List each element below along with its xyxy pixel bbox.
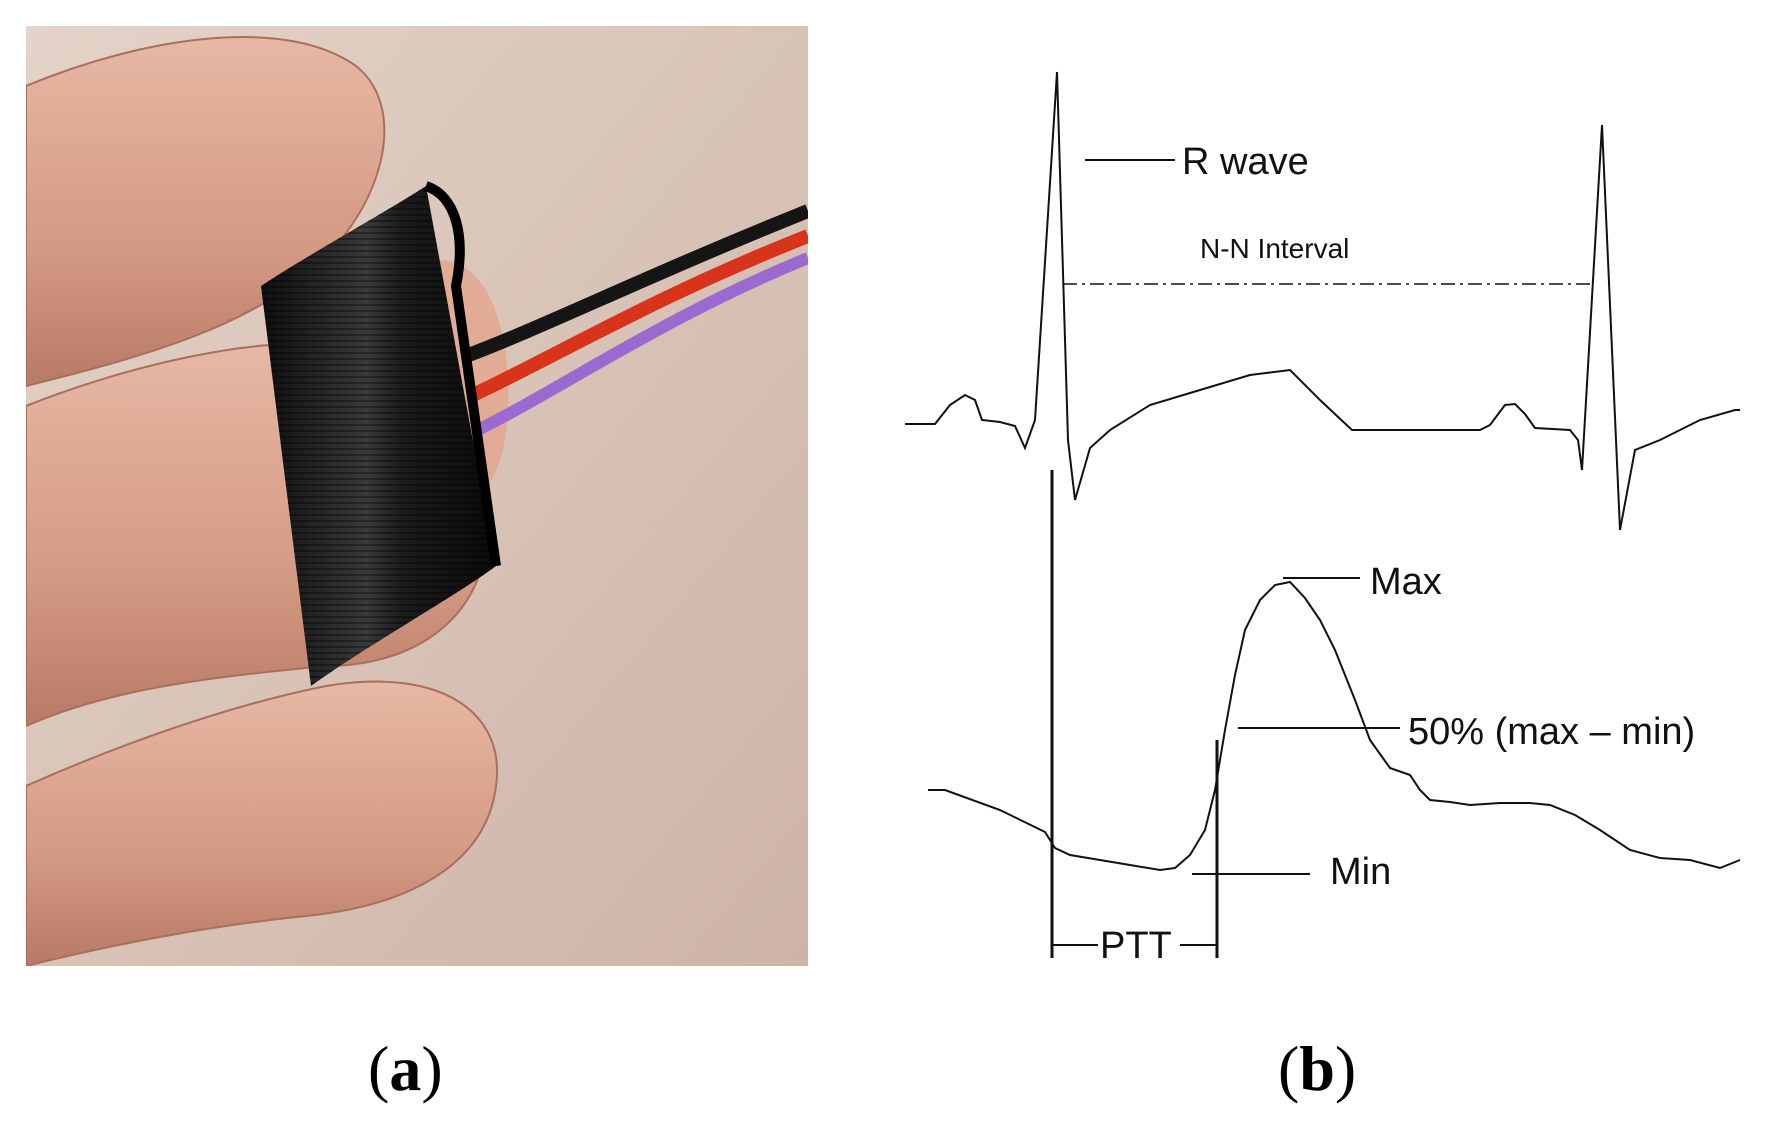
finger-sensor-photo <box>26 26 808 966</box>
panel-b-caption: (b) <box>1278 1032 1356 1106</box>
r-wave-label: R wave <box>1182 141 1309 183</box>
ring-finger <box>26 680 499 966</box>
ecg-trace <box>905 71 1740 531</box>
max-label: Max <box>1370 561 1442 603</box>
index-finger <box>26 36 386 388</box>
caption-b-close: ) <box>1334 1033 1357 1104</box>
ecg-ppg-diagram: R wave N-N Interval Max 50% (max – min) … <box>905 71 1741 967</box>
wire-purple <box>473 252 808 437</box>
caption-b-open: ( <box>1278 1033 1300 1104</box>
velcro-band-rim <box>424 181 501 567</box>
half-amplitude-label: 50% (max – min) <box>1408 711 1695 753</box>
wire-red <box>468 229 808 403</box>
ptt-label: PTT <box>1100 925 1172 967</box>
ppg-trace <box>928 580 1741 872</box>
caption-a-open: ( <box>368 1033 390 1104</box>
panel-a-caption: (a) <box>368 1032 443 1106</box>
wire-black <box>463 204 808 363</box>
velcro-texture <box>261 186 496 686</box>
min-label: Min <box>1330 851 1391 893</box>
caption-a-letter: a <box>389 1033 422 1104</box>
nn-interval-label: N-N Interval <box>1200 233 1349 264</box>
caption-b-letter: b <box>1299 1033 1335 1104</box>
caption-a-close: ) <box>421 1033 443 1104</box>
